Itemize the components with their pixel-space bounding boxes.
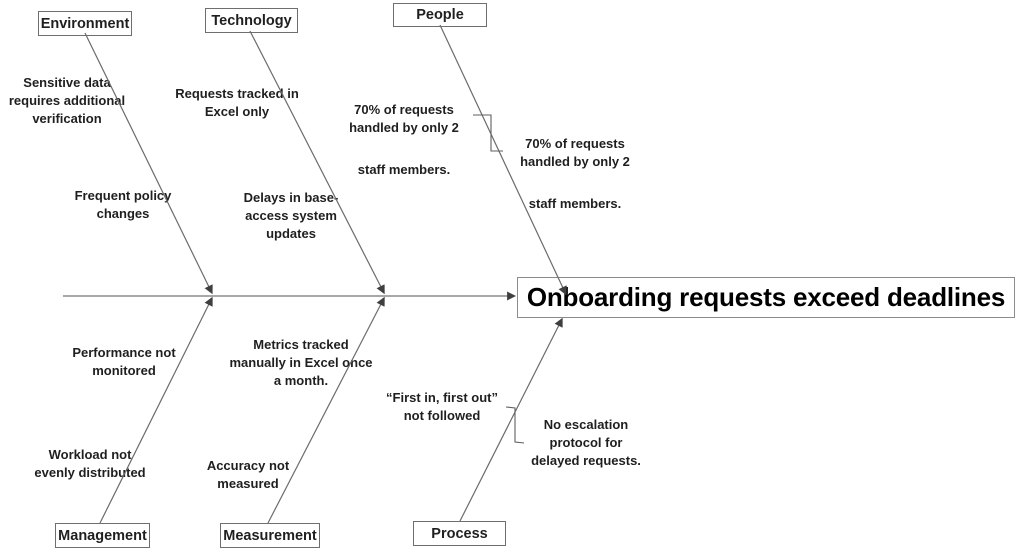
- cause-people-1-main: 70% of requests handled by only 2: [349, 102, 459, 135]
- cause-measurement-2: Accuracy not measured: [206, 458, 290, 491]
- category-box-environment: Environment: [38, 11, 132, 36]
- cause-environment-1: Sensitive data requires additional verif…: [8, 75, 126, 126]
- cause-management-1: Performance not monitored: [72, 345, 176, 378]
- cause-people-1: 70% of requests handled by only 2 staff …: [349, 83, 459, 197]
- category-box-technology: Technology: [205, 8, 298, 33]
- environment-bone: [84, 32, 213, 295]
- people-duplicate-connector: [473, 114, 503, 152]
- effect-box: Onboarding requests exceed deadlines: [517, 277, 1015, 318]
- cause-process-2: No escalation protocol for delayed reque…: [531, 417, 641, 468]
- cause-people-2-tail: staff members.: [528, 196, 622, 211]
- category-box-management: Management: [55, 523, 150, 548]
- cause-people-2-main: 70% of requests handled by only 2: [520, 136, 630, 169]
- category-box-people: People: [393, 3, 487, 27]
- cause-process-1: “First in, first out” not followed: [386, 390, 498, 423]
- category-box-process: Process: [413, 521, 506, 546]
- cause-management-2: Workload not evenly distributed: [34, 447, 146, 480]
- management-bone: [99, 296, 213, 524]
- cause-people-1-tail: staff members.: [357, 162, 451, 177]
- process-causes-connector: [505, 406, 525, 444]
- cause-people-2: 70% of requests handled by only 2 staff …: [520, 117, 630, 231]
- category-box-measurement: Measurement: [220, 523, 320, 548]
- cause-environment-2: Frequent policy changes: [74, 188, 172, 221]
- cause-measurement-1: Metrics tracked manually in Excel once a…: [229, 337, 373, 388]
- cause-technology-1: Requests tracked in Excel only: [175, 86, 299, 119]
- cause-technology-2: Delays in base- access system updates: [243, 190, 339, 241]
